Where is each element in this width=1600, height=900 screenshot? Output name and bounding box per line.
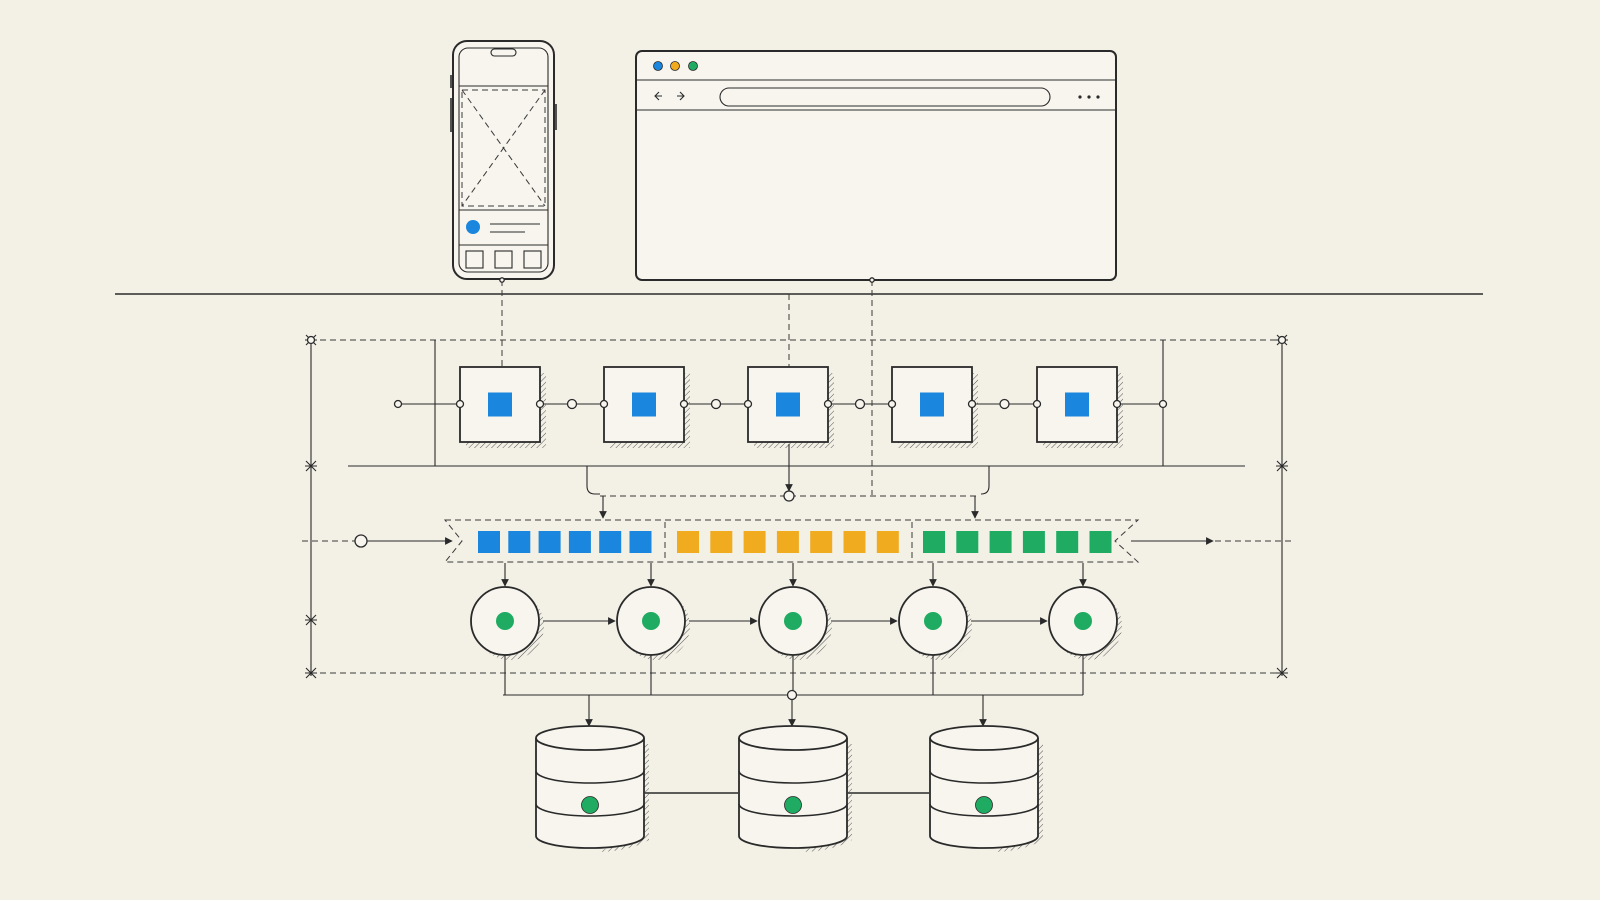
stage-link-node — [999, 398, 1010, 410]
database-cylinder-icon — [738, 725, 852, 852]
queue-item — [1089, 531, 1112, 553]
worker-status-dot — [642, 612, 660, 630]
worker-status-dot — [496, 612, 514, 630]
pipeline-stage — [743, 366, 866, 448]
queue-item — [743, 531, 766, 553]
menu-dots-icon — [1078, 95, 1082, 99]
queue-item — [1022, 531, 1045, 553]
stage-link-node — [710, 398, 722, 410]
worker-status-dot — [924, 612, 942, 630]
back-arrow-icon — [654, 91, 662, 101]
queue-item — [1056, 531, 1079, 553]
queue-item — [508, 531, 531, 553]
window-dot-amber — [670, 61, 680, 71]
queue-item — [810, 531, 833, 553]
stage-block — [488, 392, 512, 417]
worker-node — [1048, 563, 1122, 695]
queue-item — [923, 531, 945, 553]
mobile-phone-wireframe-icon — [450, 40, 557, 280]
queue-item — [599, 531, 622, 553]
pipeline-stage — [1032, 366, 1123, 448]
queue-item — [568, 531, 591, 553]
stage-block — [920, 392, 944, 417]
browser-window-icon — [635, 50, 1117, 281]
worker-node — [616, 563, 758, 695]
worker-status-dot — [784, 612, 802, 630]
window-dot-blue — [653, 61, 663, 71]
worker-node — [470, 563, 616, 695]
queue-input-node — [354, 534, 368, 548]
database-status-dot — [581, 796, 599, 814]
database-cylinder-icon — [535, 725, 649, 852]
queue-item — [843, 531, 866, 553]
pipeline-stage — [887, 366, 1010, 448]
message-queue — [443, 519, 1140, 563]
stage-link-node — [566, 398, 578, 410]
window-dot-green — [688, 61, 698, 71]
database-cylinder-icon — [929, 725, 1043, 852]
queue-item — [538, 531, 561, 553]
queue-item — [956, 531, 979, 553]
worker-node — [758, 563, 898, 695]
queue-item — [989, 531, 1012, 553]
pipeline-stage — [599, 366, 722, 448]
queue-item — [629, 531, 652, 553]
queue-item — [677, 531, 699, 553]
worker-node — [898, 563, 1048, 695]
database-status-dot — [975, 796, 993, 814]
stage-block — [1065, 392, 1089, 417]
pipeline-stage — [455, 366, 578, 448]
queue-item — [710, 531, 733, 553]
queue-item — [776, 531, 799, 553]
database-status-dot — [784, 796, 802, 814]
stage-block — [632, 392, 656, 417]
stage-link-node — [854, 398, 866, 410]
avatar-dot — [466, 220, 480, 234]
worker-status-dot — [1074, 612, 1092, 630]
queue-item — [478, 531, 500, 553]
forward-arrow-icon — [677, 91, 685, 101]
address-bar — [719, 87, 1051, 107]
queue-item — [876, 531, 899, 553]
stage-block — [776, 392, 800, 417]
